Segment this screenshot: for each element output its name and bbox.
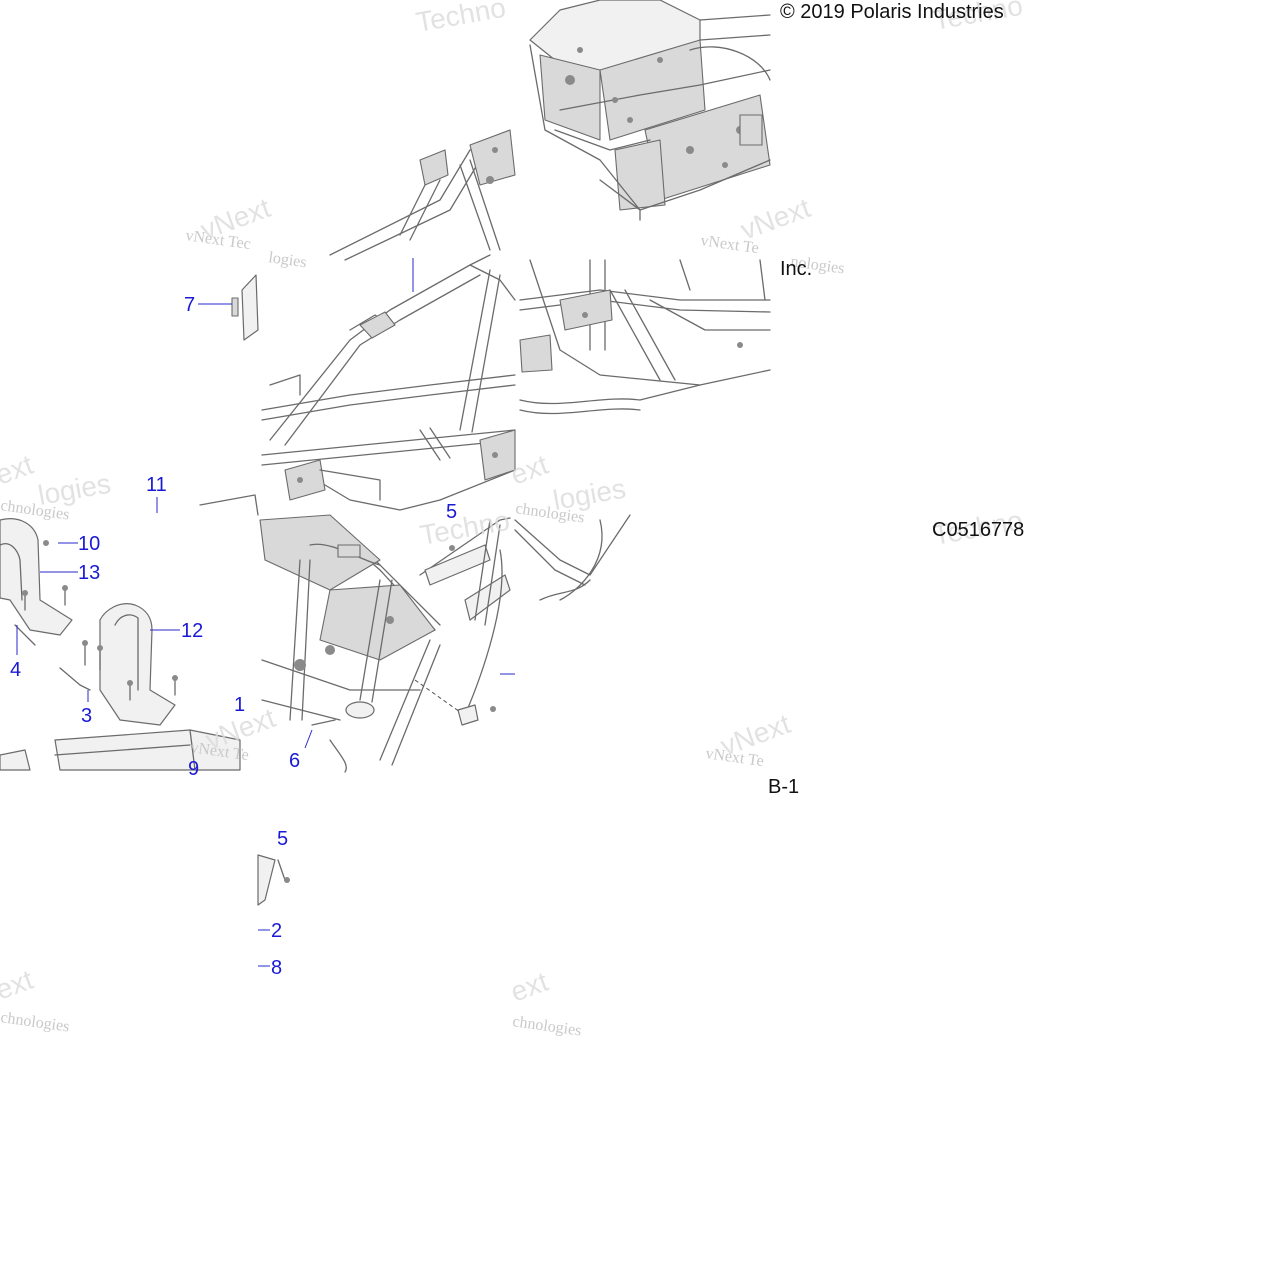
callout-9: 9 — [188, 758, 199, 780]
watermark-chno-3: chnologies — [0, 1009, 70, 1035]
side-tube-section — [514, 514, 631, 601]
watermark-ext-1: ext — [0, 449, 37, 491]
rear-frame-section — [529, 0, 771, 221]
callout-labels: 1 2 3 4 5 6 7 8 9 10 11 12 13 5 — [10, 294, 457, 979]
callout-8: 8 — [271, 957, 282, 979]
bracket-7-section — [198, 274, 259, 341]
watermark-ext-3: ext — [0, 964, 37, 1006]
callout-5: 5 — [277, 828, 288, 850]
copyright-tail-text: Inc. — [780, 258, 812, 280]
watermark-techno-top: Techno — [414, 0, 508, 38]
callout-1: 1 — [234, 694, 245, 716]
callout-4: 4 — [10, 659, 21, 681]
watermark-ext-4: ext — [506, 966, 552, 1008]
front-frame-section — [259, 514, 515, 773]
callout-7: 7 — [184, 294, 195, 316]
watermark-vnext-big-2: vNext — [736, 192, 814, 246]
callout-13: 13 — [78, 562, 100, 584]
watermark-logies-1: logies — [267, 249, 307, 271]
bracket-assembly-section — [0, 494, 259, 771]
copyright-text: © 2019 Polaris Industries — [780, 1, 1004, 23]
callout-5-partial: 5 — [446, 501, 457, 523]
callout-3: 3 — [81, 705, 92, 727]
roll-cage-section — [261, 254, 516, 511]
lower-tube-section — [257, 854, 290, 967]
part-code-text: C0516778 — [932, 519, 1024, 541]
upper-tube-section — [329, 129, 516, 261]
callout-11: 11 — [146, 474, 167, 496]
watermark-chno-4: chnologies — [511, 1013, 582, 1039]
callout-2: 2 — [271, 920, 282, 942]
code-fragment-text: B-1 — [768, 776, 799, 798]
callout-12: 12 — [181, 620, 203, 642]
callout-10: 10 — [78, 533, 100, 555]
lower-rear-frame-section — [519, 259, 771, 415]
callout-6: 6 — [289, 750, 300, 772]
bolt-set — [22, 540, 178, 701]
